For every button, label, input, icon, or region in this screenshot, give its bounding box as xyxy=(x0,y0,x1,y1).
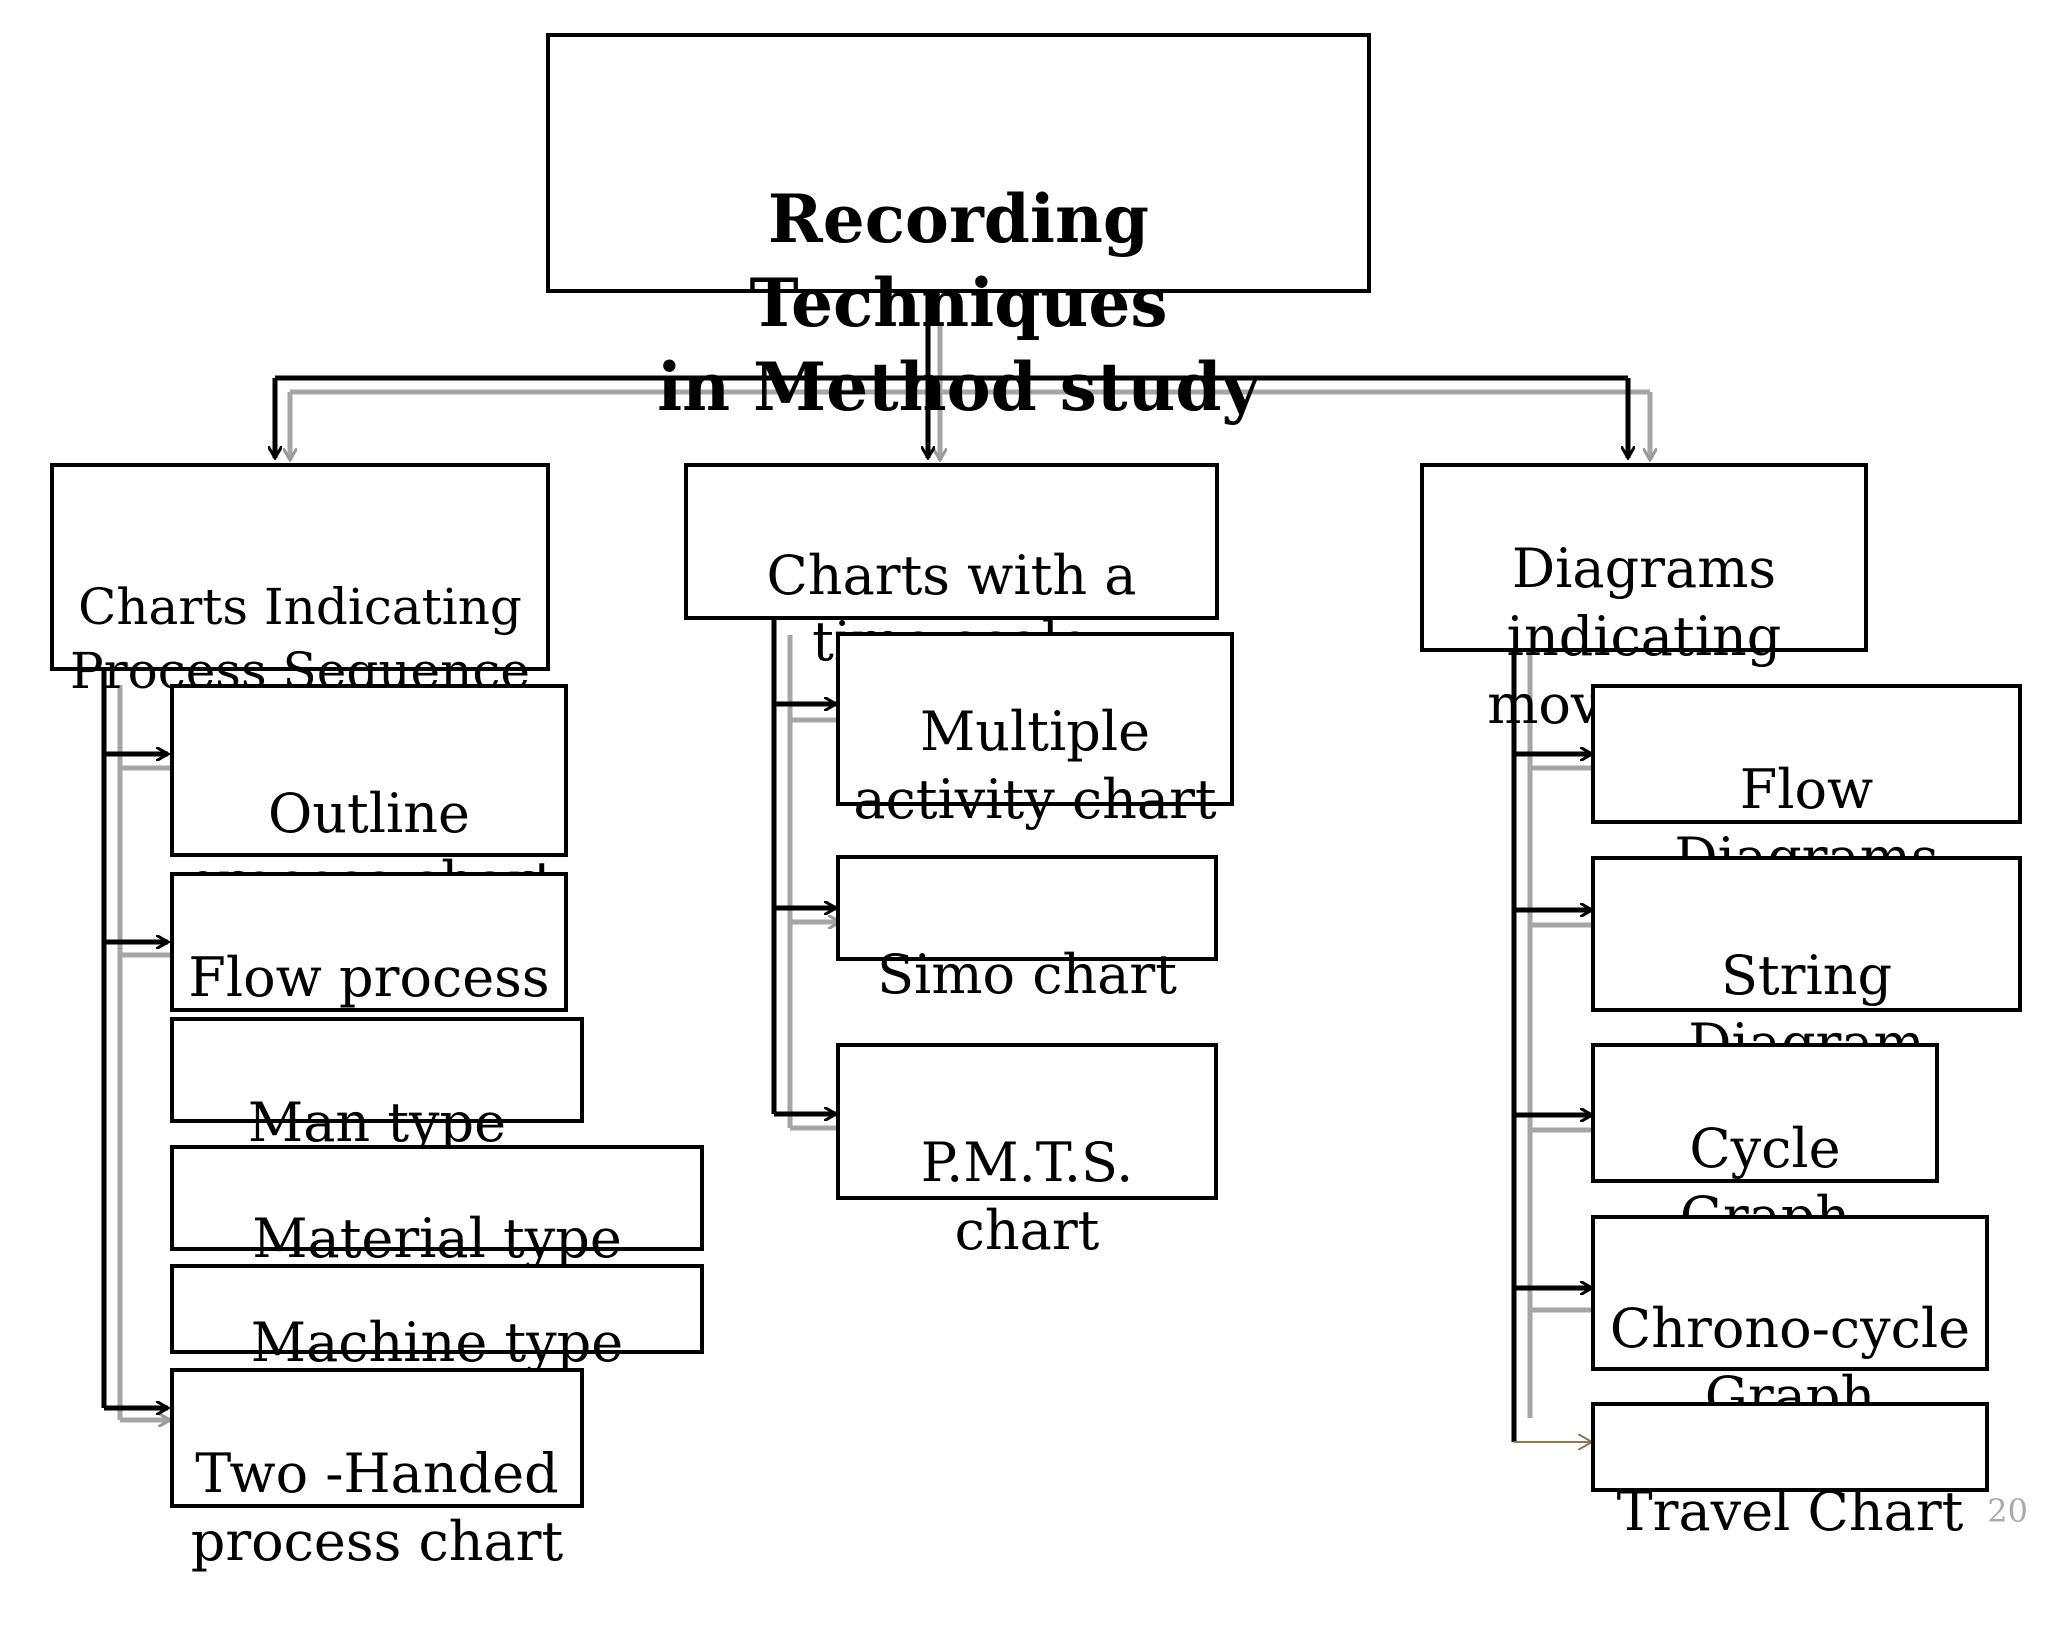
title-box: Recording Techniques in Method study xyxy=(546,33,1371,426)
category-box-process-sequence: Charts Indicating Process Sequence xyxy=(50,463,550,700)
item-flow-diagrams: Flow Diagrams xyxy=(1591,684,2022,889)
item-machine-type-chart: Machine type chart xyxy=(170,1264,704,1420)
item-string-diagram: String Diagram xyxy=(1591,856,2022,1075)
item-outline-process-chart: Outline process chart xyxy=(170,684,568,913)
item-two-handed-process-chart: Two -Handed process chart xyxy=(170,1368,584,1573)
item-chrono-cycle-graph: Chrono-cycle Graph xyxy=(1591,1215,1989,1428)
category-box-movements: Diagrams indicating movements xyxy=(1420,463,1868,736)
item-multiple-activity-chart: Multiple activity chart xyxy=(836,632,1234,831)
item-cycle-graph: Cycle Graph xyxy=(1591,1043,1939,1248)
item-pmts-chart: P.M.T.S. chart xyxy=(836,1043,1218,1262)
connector-lines xyxy=(101,295,2048,1536)
item-flow-process-chart: Flow process chart xyxy=(170,872,568,1077)
item-travel-chart: Travel Chart xyxy=(1591,1402,1989,1543)
category-box-time-scale: Charts with a time scale xyxy=(684,463,1219,673)
item-man-type-chart: Man type chart xyxy=(170,1017,584,1222)
item-material-type-chart: Material type chart xyxy=(170,1145,704,1329)
page-number: 20 xyxy=(1987,1492,2028,1530)
diagram-title: Recording Techniques in Method study xyxy=(657,180,1260,426)
item-simo-chart: Simo chart xyxy=(836,855,1218,1006)
